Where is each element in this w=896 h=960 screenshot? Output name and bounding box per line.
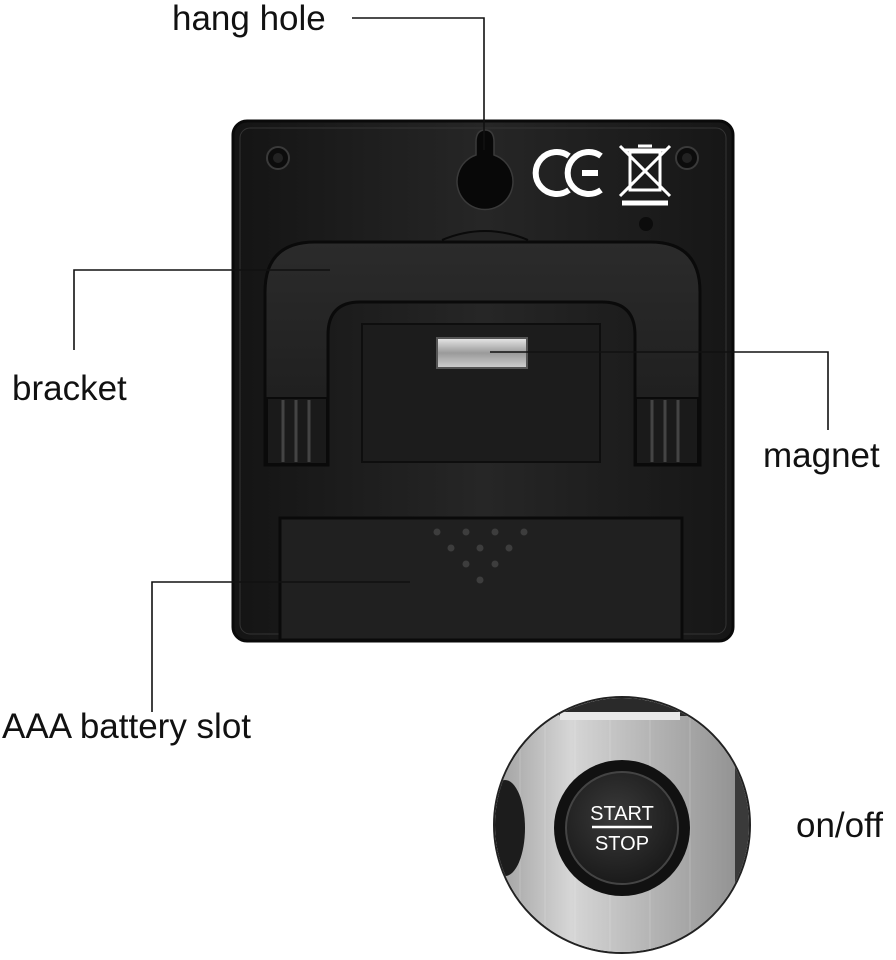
magnet — [436, 337, 528, 369]
leader-bracket — [73, 269, 330, 350]
button-top-text: START — [590, 803, 654, 825]
ce-mark-icon — [532, 149, 603, 197]
zoom-inset: START STOP — [493, 696, 751, 954]
label-hang-hole: hang hole — [172, 0, 326, 38]
leader-lines — [73, 17, 829, 712]
bracket — [263, 230, 702, 467]
keyhole-icon — [456, 129, 514, 211]
leader-hang-hole — [352, 17, 485, 150]
screw-icon — [675, 146, 699, 170]
leader-magnet — [490, 351, 829, 430]
battery-cover — [278, 516, 684, 642]
label-on-off: on/off — [796, 806, 883, 845]
label-battery-slot: AAA battery slot — [2, 707, 252, 746]
label-bracket: bracket — [12, 369, 127, 408]
button-bottom-text: STOP — [595, 833, 649, 855]
crossed-bin-icon — [618, 144, 672, 206]
leader-battery — [151, 581, 410, 712]
label-magnet: magnet — [763, 436, 880, 475]
screw-icon — [266, 146, 290, 170]
